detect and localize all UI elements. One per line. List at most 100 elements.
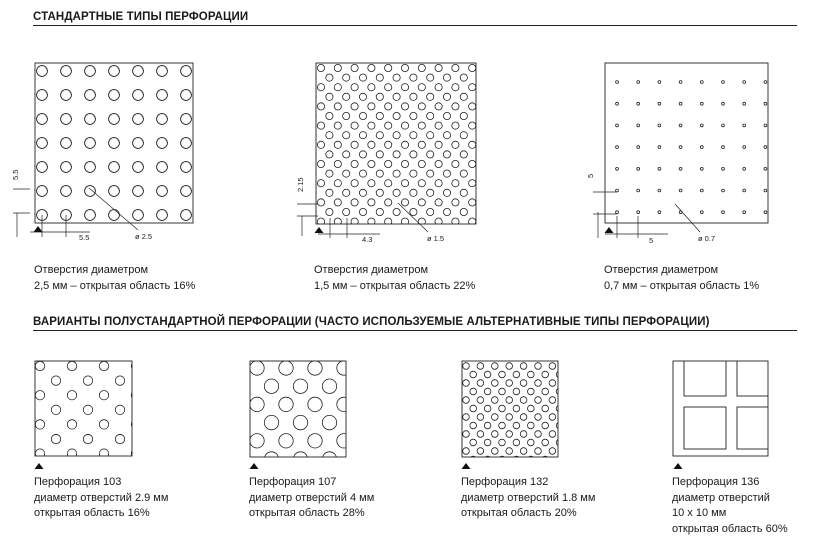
- hole: [564, 431, 571, 438]
- hole: [555, 371, 558, 378]
- hole: [316, 190, 317, 195]
- hole: [3, 449, 12, 458]
- hole: [156, 185, 168, 197]
- hole: [36, 65, 48, 77]
- hole: [147, 405, 156, 414]
- hole: [417, 159, 426, 168]
- caption-103: Перфорация 103 диаметр отверстий 2.9 мм …: [34, 475, 168, 522]
- hole: [451, 121, 460, 130]
- panel-frame: [249, 360, 347, 458]
- hole: [541, 404, 549, 413]
- hole: [264, 451, 279, 457]
- hole: [367, 83, 376, 92]
- hole: [350, 121, 359, 130]
- hole: [459, 150, 468, 159]
- hole: [317, 217, 325, 224]
- hole: [615, 145, 619, 149]
- hole: [400, 83, 409, 92]
- hole: [512, 387, 521, 396]
- hole: [375, 112, 384, 121]
- hole: [342, 150, 351, 159]
- hole: [375, 169, 384, 178]
- hole: [409, 112, 418, 121]
- hole: [301, 141, 308, 148]
- hole: [114, 433, 126, 445]
- hole: [459, 207, 468, 216]
- hole: [400, 159, 409, 168]
- hole: [342, 188, 351, 197]
- hole: [742, 80, 746, 84]
- hole: [527, 370, 535, 379]
- hole: [60, 161, 72, 173]
- hole: [462, 413, 470, 421]
- hole: [401, 217, 409, 224]
- section-divider: [33, 330, 797, 331]
- hole: [108, 185, 120, 197]
- hole: [491, 430, 499, 438]
- hole: [147, 376, 156, 385]
- hole: [476, 396, 485, 404]
- dim-horizontal-1: 5.5: [79, 233, 89, 242]
- hole: [84, 209, 96, 221]
- hole: [358, 73, 367, 82]
- hole: [358, 207, 367, 216]
- hole: [468, 179, 476, 188]
- hole: [321, 414, 338, 431]
- hole: [657, 188, 662, 193]
- hole: [721, 123, 725, 128]
- caption-136: Перфорация 136 диаметр отверстий 10 x 10…: [672, 475, 788, 537]
- hole: [494, 151, 501, 158]
- hole: [392, 169, 401, 178]
- hole: [84, 137, 96, 149]
- triangle-up-icon: [34, 463, 44, 469]
- hole: [392, 92, 401, 101]
- hole: [156, 113, 168, 125]
- hole: [462, 362, 470, 370]
- hole: [130, 392, 132, 399]
- dim-vertical-2: 2.15: [296, 177, 305, 192]
- hole: [84, 161, 96, 173]
- hole: [333, 64, 342, 73]
- hole: [763, 101, 768, 106]
- hole: [469, 370, 477, 379]
- hole: [541, 370, 549, 379]
- hole: [333, 198, 342, 207]
- hole: [426, 150, 435, 159]
- hole: [571, 439, 578, 446]
- hole: [485, 180, 492, 187]
- hole: [3, 391, 12, 400]
- hole: [350, 198, 359, 207]
- hole: [434, 102, 443, 111]
- hole: [333, 179, 342, 188]
- hole: [541, 387, 549, 396]
- hole: [301, 160, 308, 167]
- hole: [434, 64, 443, 73]
- hole: [307, 396, 323, 412]
- section-title-standard: СТАНДАРТНЫЕ ТИПЫ ПЕРФОРАЦИИ: [33, 11, 249, 23]
- hole: [636, 145, 640, 149]
- hole: [498, 387, 506, 396]
- hole: [485, 160, 492, 167]
- hole: [36, 137, 48, 149]
- hole: [98, 419, 110, 430]
- hole: [699, 145, 704, 149]
- hole: [451, 83, 460, 92]
- hole: [448, 380, 455, 387]
- caption-line: Перфорация 136: [672, 476, 760, 488]
- hole: [417, 140, 426, 149]
- hole: [316, 133, 317, 138]
- hole: [19, 434, 28, 443]
- hole: [132, 137, 144, 149]
- hole: [721, 80, 725, 84]
- hole: [657, 101, 662, 106]
- hole: [307, 433, 323, 449]
- hole: [462, 372, 463, 377]
- pattern-103: [3, 360, 156, 469]
- hole: [483, 421, 492, 430]
- hole: [250, 396, 265, 412]
- hole: [527, 404, 535, 413]
- hole: [66, 361, 78, 372]
- hole: [367, 159, 376, 168]
- hole: [442, 73, 451, 82]
- hole: [50, 433, 62, 445]
